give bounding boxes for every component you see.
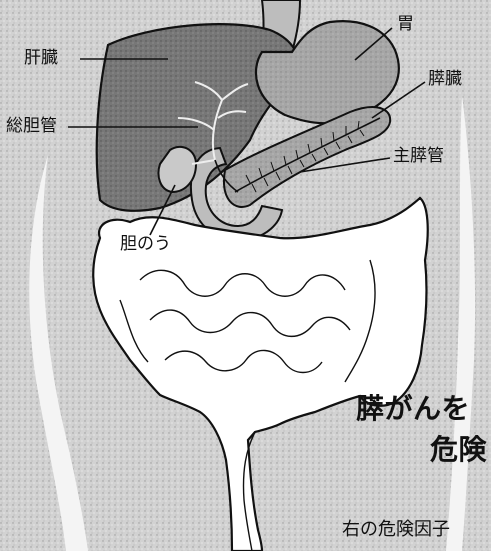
headline-line2: 危険 [430, 436, 487, 464]
label-stomach: 胃 [397, 16, 414, 33]
label-main-pancreatic-duct: 主膵管 [393, 148, 444, 165]
label-liver: 肝臓 [24, 50, 58, 67]
headline-line1: 膵がんを [356, 395, 470, 423]
label-common-bile-duct: 総胆管 [6, 118, 57, 135]
label-pancreas: 膵臓 [428, 71, 462, 88]
label-gallbladder: 胆のう [120, 236, 171, 253]
caption-risk-factors: 右の危険因子 [342, 521, 450, 539]
